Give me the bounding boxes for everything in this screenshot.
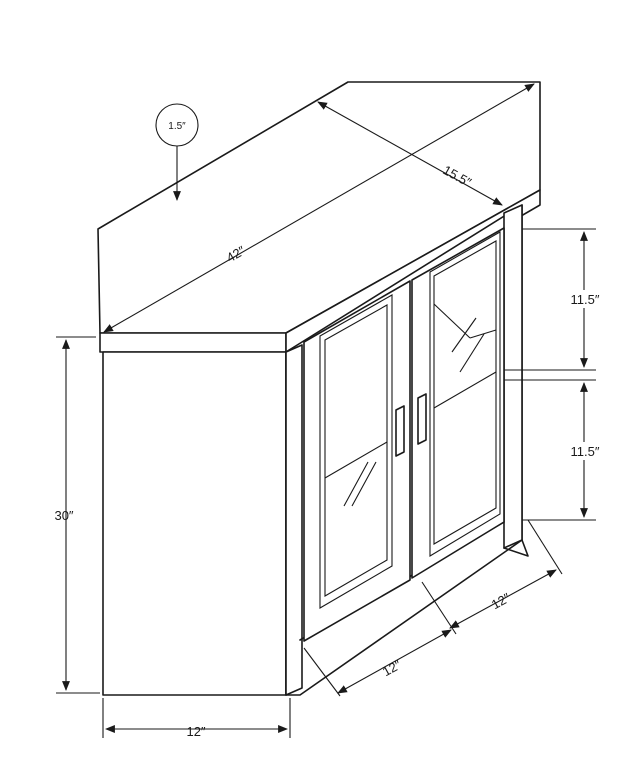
front-right-label: 12″	[489, 590, 513, 613]
front-right-dimension-line	[449, 569, 557, 629]
top-front-edge	[99, 332, 287, 353]
lower-shelf-dimension: 11.5″	[504, 379, 610, 521]
left-door	[303, 280, 411, 642]
door-handles	[395, 393, 427, 457]
left-front-post	[285, 344, 303, 696]
lower-shelf-label: 11.5″	[571, 444, 600, 459]
left-door-shelf-line	[324, 441, 388, 479]
right-leg	[503, 539, 529, 557]
upper-shelf-dimension: 11.5″	[504, 228, 610, 371]
lower-shelf-label-bg	[560, 442, 610, 460]
height-dimension: 30″	[54, 336, 100, 694]
side-width-label: 12″	[186, 724, 205, 739]
right-handle-icon	[417, 393, 427, 445]
front-left-label: 12″	[380, 657, 404, 680]
front-right-ext	[527, 519, 563, 575]
front-left-dimension-line	[337, 629, 452, 694]
right-end-post	[503, 204, 523, 549]
top-thickness-label: 1.5″	[168, 121, 186, 132]
glass-glare-icon	[343, 461, 377, 507]
side-width-dimension: 12″	[102, 698, 291, 739]
left-side-panel	[102, 351, 287, 696]
upper-shelf-label: 11.5″	[571, 292, 600, 307]
depth-dimension-line	[317, 101, 503, 206]
front-left-ext-a	[303, 647, 341, 697]
height-label: 30″	[54, 508, 73, 523]
left-handle-icon	[395, 405, 405, 457]
upper-shelf-label-bg	[560, 290, 610, 308]
right-door-shelf-line	[433, 371, 497, 409]
